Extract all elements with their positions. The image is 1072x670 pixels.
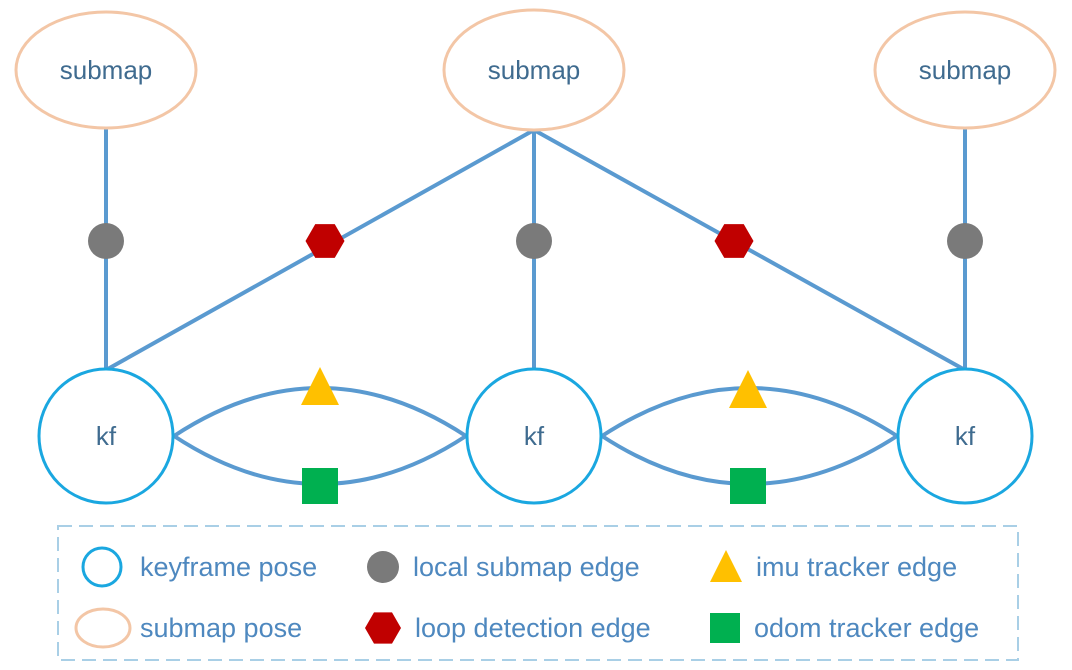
- legend-label-submap-pose: submap pose: [140, 613, 302, 643]
- keyframe-pose-swatch: [81, 546, 123, 588]
- loop-detection-edge-marker-1: [305, 224, 345, 258]
- keyframe-node-label: kf: [96, 421, 117, 451]
- submap-node-label: submap: [488, 55, 581, 85]
- legend-label-loop-detection-edge: loop detection edge: [415, 613, 651, 643]
- submap-nodes: submap submap submap: [14, 8, 1057, 132]
- legend-item-local-submap-edge: local submap edge: [367, 551, 640, 583]
- keyframe-node-3: kf: [896, 367, 1034, 505]
- submap-node-label: submap: [919, 55, 1012, 85]
- keyframe-nodes: kf kf kf: [37, 367, 1034, 505]
- keyframe-node-1: kf: [37, 367, 175, 505]
- legend-item-loop-detection-edge: loop detection edge: [365, 612, 651, 644]
- legend-label-keyframe-pose: keyframe pose: [140, 552, 317, 582]
- imu-tracker-edge-swatch: [710, 550, 742, 582]
- local-submap-edge-marker-3: [947, 223, 983, 259]
- legend-item-keyframe-pose: keyframe pose: [81, 546, 317, 588]
- local-submap-edge-swatch: [367, 551, 399, 583]
- keyframe-node-label: kf: [955, 421, 976, 451]
- odom-tracker-edge-marker-2: [730, 468, 766, 504]
- legend-border: [57, 525, 1019, 661]
- odom-tracker-edge-swatch: [710, 613, 740, 643]
- imu-tracker-edge-marker-2: [729, 370, 767, 408]
- odom-tracker-edge-marker-1: [302, 468, 338, 504]
- legend-label-odom-tracker-edge: odom tracker edge: [754, 613, 979, 643]
- edge-markers: [88, 223, 983, 504]
- legend-label-local-submap-edge: local submap edge: [413, 552, 640, 582]
- legend-item-imu-tracker-edge: imu tracker edge: [710, 550, 957, 582]
- local-submap-edge-marker-2: [516, 223, 552, 259]
- submap-node-3: submap: [873, 10, 1057, 130]
- legend: keyframe pose local submap edge imu trac…: [57, 525, 1019, 661]
- submap-node-1: submap: [14, 10, 198, 130]
- keyframe-node-2: kf: [465, 367, 603, 505]
- submap-node-2: submap: [442, 8, 626, 132]
- submap-pose-swatch: [74, 607, 132, 649]
- loop-detection-edge-2: [533, 128, 966, 372]
- legend-item-odom-tracker-edge: odom tracker edge: [710, 613, 979, 643]
- keyframe-node-label: kf: [524, 421, 545, 451]
- imu-tracker-edge-marker-1: [301, 367, 339, 405]
- loop-detection-edge-marker-2: [714, 224, 754, 258]
- legend-item-submap-pose: submap pose: [74, 607, 302, 649]
- legend-label-imu-tracker-edge: imu tracker edge: [756, 552, 957, 582]
- submap-node-label: submap: [60, 55, 153, 85]
- local-submap-edge-marker-1: [88, 223, 124, 259]
- loop-detection-edge-swatch: [365, 612, 401, 644]
